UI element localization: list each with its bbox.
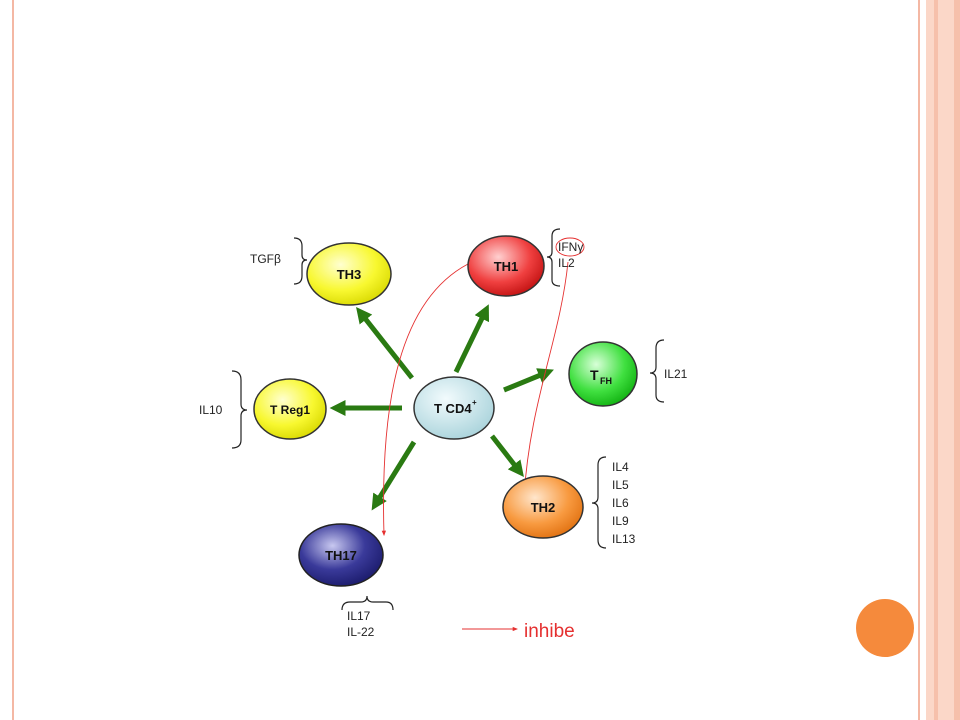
side-bar-light-2 — [938, 0, 954, 720]
node-th17-label: TH17 — [325, 548, 357, 563]
inhibit-th1-to-th2 — [522, 261, 569, 499]
cytokine-th2-3: IL9 — [612, 514, 629, 528]
side-bar-mid-2 — [954, 0, 960, 720]
node-th2: TH2 — [502, 475, 584, 539]
node-th1: TH1 — [467, 235, 545, 297]
arrow-to-th17 — [371, 440, 417, 511]
cytokine-th2-0: IL4 — [612, 460, 629, 474]
cytokine-th2-2: IL6 — [612, 496, 629, 510]
node-tfh-subscript: FH — [600, 376, 612, 386]
node-treg1: T Reg1 — [253, 378, 327, 440]
node-th3: TH3 — [306, 242, 392, 306]
cytokine-th2-4: IL13 — [612, 532, 636, 546]
inhibit-th1-to-th17 — [381, 263, 469, 537]
arrow-to-th3 — [356, 306, 414, 380]
bracket-tfh — [649, 339, 665, 403]
bracket-treg1 — [231, 370, 248, 449]
cytokine-th17-0: IL17 — [347, 609, 371, 623]
node-tfh-label: T — [590, 367, 599, 383]
cytokine-th1-1: IL2 — [558, 256, 575, 270]
bracket-th2 — [591, 456, 607, 549]
node-tcd4-superscript: + — [472, 398, 477, 407]
node-th17: TH17 — [298, 523, 384, 587]
cytokine-th3-0: TGFβ — [250, 252, 281, 266]
inhibit-ifn-loop — [555, 237, 585, 257]
node-tcd4-label: T CD4 — [434, 401, 472, 416]
cytokine-th17-1: IL-22 — [347, 625, 375, 639]
cytokine-th2-1: IL5 — [612, 478, 629, 492]
legend-inhibit: inhibe — [462, 621, 575, 642]
cytokine-th1-0: IFNγ — [558, 240, 583, 254]
side-bar-mid — [934, 0, 938, 720]
node-th1-label: TH1 — [494, 259, 519, 274]
arrow-to-tfh — [503, 368, 554, 393]
frame-right-line — [918, 0, 920, 720]
node-tfh: T FH — [568, 341, 638, 407]
frame-left-line — [12, 0, 14, 720]
legend-inhibit-label: inhibe — [524, 621, 575, 642]
bracket-th17 — [341, 595, 394, 611]
accent-circle — [856, 599, 914, 657]
side-bar-light — [926, 0, 934, 720]
node-treg1-label: T Reg1 — [270, 403, 310, 417]
arrow-to-th2 — [490, 434, 524, 478]
node-th2-label: TH2 — [531, 500, 556, 515]
arrow-to-th1 — [453, 304, 490, 374]
node-tcd4: T CD4 + — [413, 376, 495, 440]
cytokine-treg1-0: IL10 — [199, 403, 223, 417]
cytokine-tfh-0: IL21 — [664, 367, 688, 381]
bracket-th3 — [293, 237, 308, 285]
bracket-th1 — [546, 228, 561, 287]
node-th3-label: TH3 — [337, 267, 362, 282]
